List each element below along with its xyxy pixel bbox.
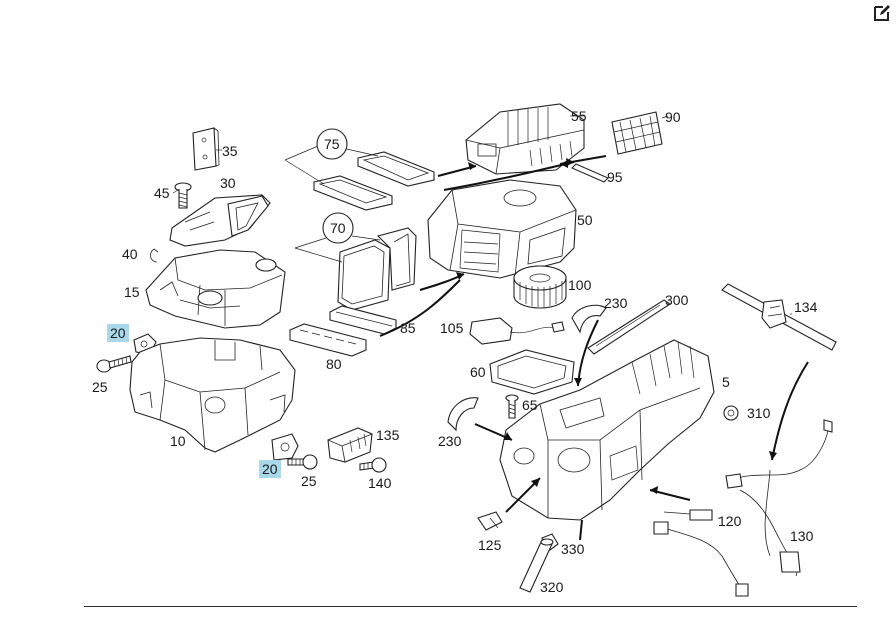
part-300-seal-strip[interactable]	[587, 299, 671, 355]
part-85-seal-strip[interactable]	[329, 305, 397, 335]
label-15: 15	[124, 284, 140, 300]
label-300: 300	[665, 292, 689, 308]
label-135: 135	[376, 427, 400, 443]
part-25-screw-lower[interactable]	[287, 454, 318, 470]
label-20a: 20	[110, 325, 126, 341]
part-230-seal-upper[interactable]	[571, 304, 607, 334]
label-5: 5	[722, 374, 730, 390]
label-105: 105	[440, 320, 464, 336]
label-20b: 20	[262, 461, 278, 477]
assembly-arrows	[379, 155, 809, 541]
label-25b: 25	[301, 473, 317, 489]
part-125-sensor[interactable]	[477, 511, 503, 531]
label-134: 134	[794, 299, 818, 315]
part-40-clip[interactable]	[150, 248, 159, 263]
part-5-hvac-assembly[interactable]	[499, 339, 715, 521]
label-100: 100	[568, 277, 592, 293]
label-50: 50	[577, 212, 593, 228]
label-45: 45	[154, 185, 170, 201]
label-310: 310	[747, 405, 771, 421]
label-30: 30	[220, 175, 236, 191]
label-130: 130	[790, 528, 814, 544]
part-310-clip[interactable]	[723, 405, 739, 421]
part-130-wiring-harness[interactable]	[653, 419, 833, 597]
part-50-evaporator-housing[interactable]	[427, 179, 577, 279]
label-85: 85	[400, 320, 416, 336]
part-75-filter-set[interactable]	[284, 145, 435, 211]
label-230b: 230	[438, 433, 462, 449]
part-95-seal-rod[interactable]	[571, 163, 609, 183]
label-320: 320	[540, 579, 564, 595]
part-60-gasket[interactable]	[489, 349, 575, 395]
edit-icon[interactable]	[872, 3, 892, 23]
part-10-lower-housing[interactable]	[129, 337, 296, 453]
label-65: 65	[522, 397, 538, 413]
part-20-actuator-lower[interactable]	[271, 433, 299, 461]
bottom-divider	[84, 606, 857, 607]
part-120-connector[interactable]	[663, 509, 713, 521]
highlight-20a	[107, 324, 129, 342]
label-10: 10	[170, 433, 186, 449]
label-55: 55	[571, 108, 587, 124]
callout-circle-70	[322, 212, 354, 244]
part-100-blower-wheel[interactable]	[513, 265, 567, 309]
label-90: 90	[665, 109, 681, 125]
part-320-tube[interactable]	[519, 538, 554, 593]
label-80: 80	[326, 356, 342, 372]
part-135-module[interactable]	[327, 427, 373, 463]
part-230-seal-lower[interactable]	[447, 397, 479, 432]
part-65-screw[interactable]	[505, 394, 519, 419]
part-15-upper-housing[interactable]	[145, 249, 286, 329]
label-40: 40	[122, 246, 138, 262]
label-125: 125	[478, 537, 502, 553]
label-230a: 230	[604, 295, 628, 311]
part-90-grille[interactable]	[611, 111, 663, 155]
label-120: 120	[718, 513, 742, 529]
part-30-duct[interactable]	[169, 194, 271, 247]
label-330: 330	[561, 541, 585, 557]
part-35-bracket[interactable]	[192, 127, 220, 171]
label-95: 95	[607, 169, 623, 185]
part-140-screw[interactable]	[359, 457, 387, 473]
part-55-air-distribution[interactable]	[465, 103, 585, 175]
part-105-control-module[interactable]	[469, 317, 565, 345]
part-134-cable-tie[interactable]	[721, 283, 837, 351]
highlight-20b	[259, 460, 281, 478]
callout-labels: 35 45 30 40 15 20 25 10 20 25 135 140 75…	[92, 108, 818, 595]
label-140: 140	[368, 475, 392, 491]
label-35: 35	[222, 143, 238, 159]
label-60: 60	[470, 364, 486, 380]
part-80-cover-strip[interactable]	[289, 323, 367, 357]
label-25a: 25	[92, 379, 108, 395]
part-70-filter-set[interactable]	[294, 227, 417, 311]
callout-circle-75	[316, 128, 348, 160]
label-70: 70	[330, 220, 346, 236]
part-25-screw-upper[interactable]	[96, 355, 132, 373]
label-75: 75	[324, 136, 340, 152]
leader-lines	[172, 115, 792, 519]
part-45-screw[interactable]	[174, 182, 192, 209]
